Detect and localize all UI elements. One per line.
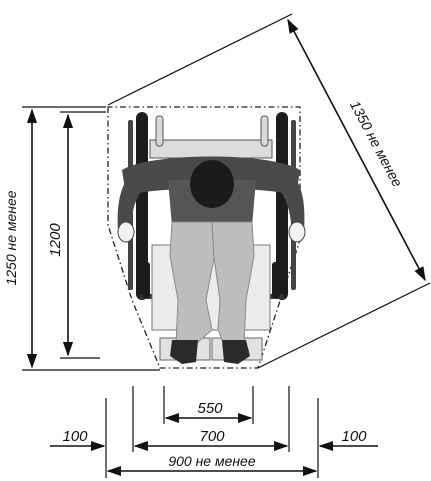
front-castor-right bbox=[272, 262, 280, 298]
left-hand bbox=[117, 221, 135, 243]
rear-wheel-right bbox=[276, 112, 288, 300]
dimension-horizontal: 550 700 100 100 900 не менее bbox=[50, 386, 378, 478]
axle-left bbox=[140, 294, 160, 299]
dimension-total-length: 1250 не менее bbox=[3, 106, 160, 371]
rear-wheel-left bbox=[136, 112, 148, 300]
envelope-outline bbox=[107, 106, 301, 369]
left-leg bbox=[169, 221, 215, 345]
dimension-length: 1200 bbox=[47, 111, 106, 359]
total-length-label: 1250 не менее bbox=[3, 190, 19, 285]
backrest bbox=[149, 139, 273, 159]
diagonal-label: 1350 не менее bbox=[347, 98, 406, 190]
total-width-label: 900 не менее bbox=[168, 453, 256, 469]
push-handle-right bbox=[260, 115, 269, 147]
length-label: 1200 bbox=[47, 223, 64, 257]
chair-width-label: 700 bbox=[199, 428, 225, 445]
left-shoe bbox=[170, 340, 198, 364]
front-castor-left bbox=[142, 262, 150, 298]
right-shoe bbox=[222, 340, 250, 364]
left-clearance-label: 100 bbox=[62, 428, 88, 445]
head bbox=[190, 160, 234, 208]
knee-width-label: 550 bbox=[197, 400, 223, 417]
push-handle-left bbox=[155, 115, 164, 147]
seated-person bbox=[117, 156, 306, 364]
right-clearance-label: 100 bbox=[341, 428, 367, 445]
clearance-envelope bbox=[107, 106, 301, 369]
right-hand bbox=[288, 221, 306, 243]
